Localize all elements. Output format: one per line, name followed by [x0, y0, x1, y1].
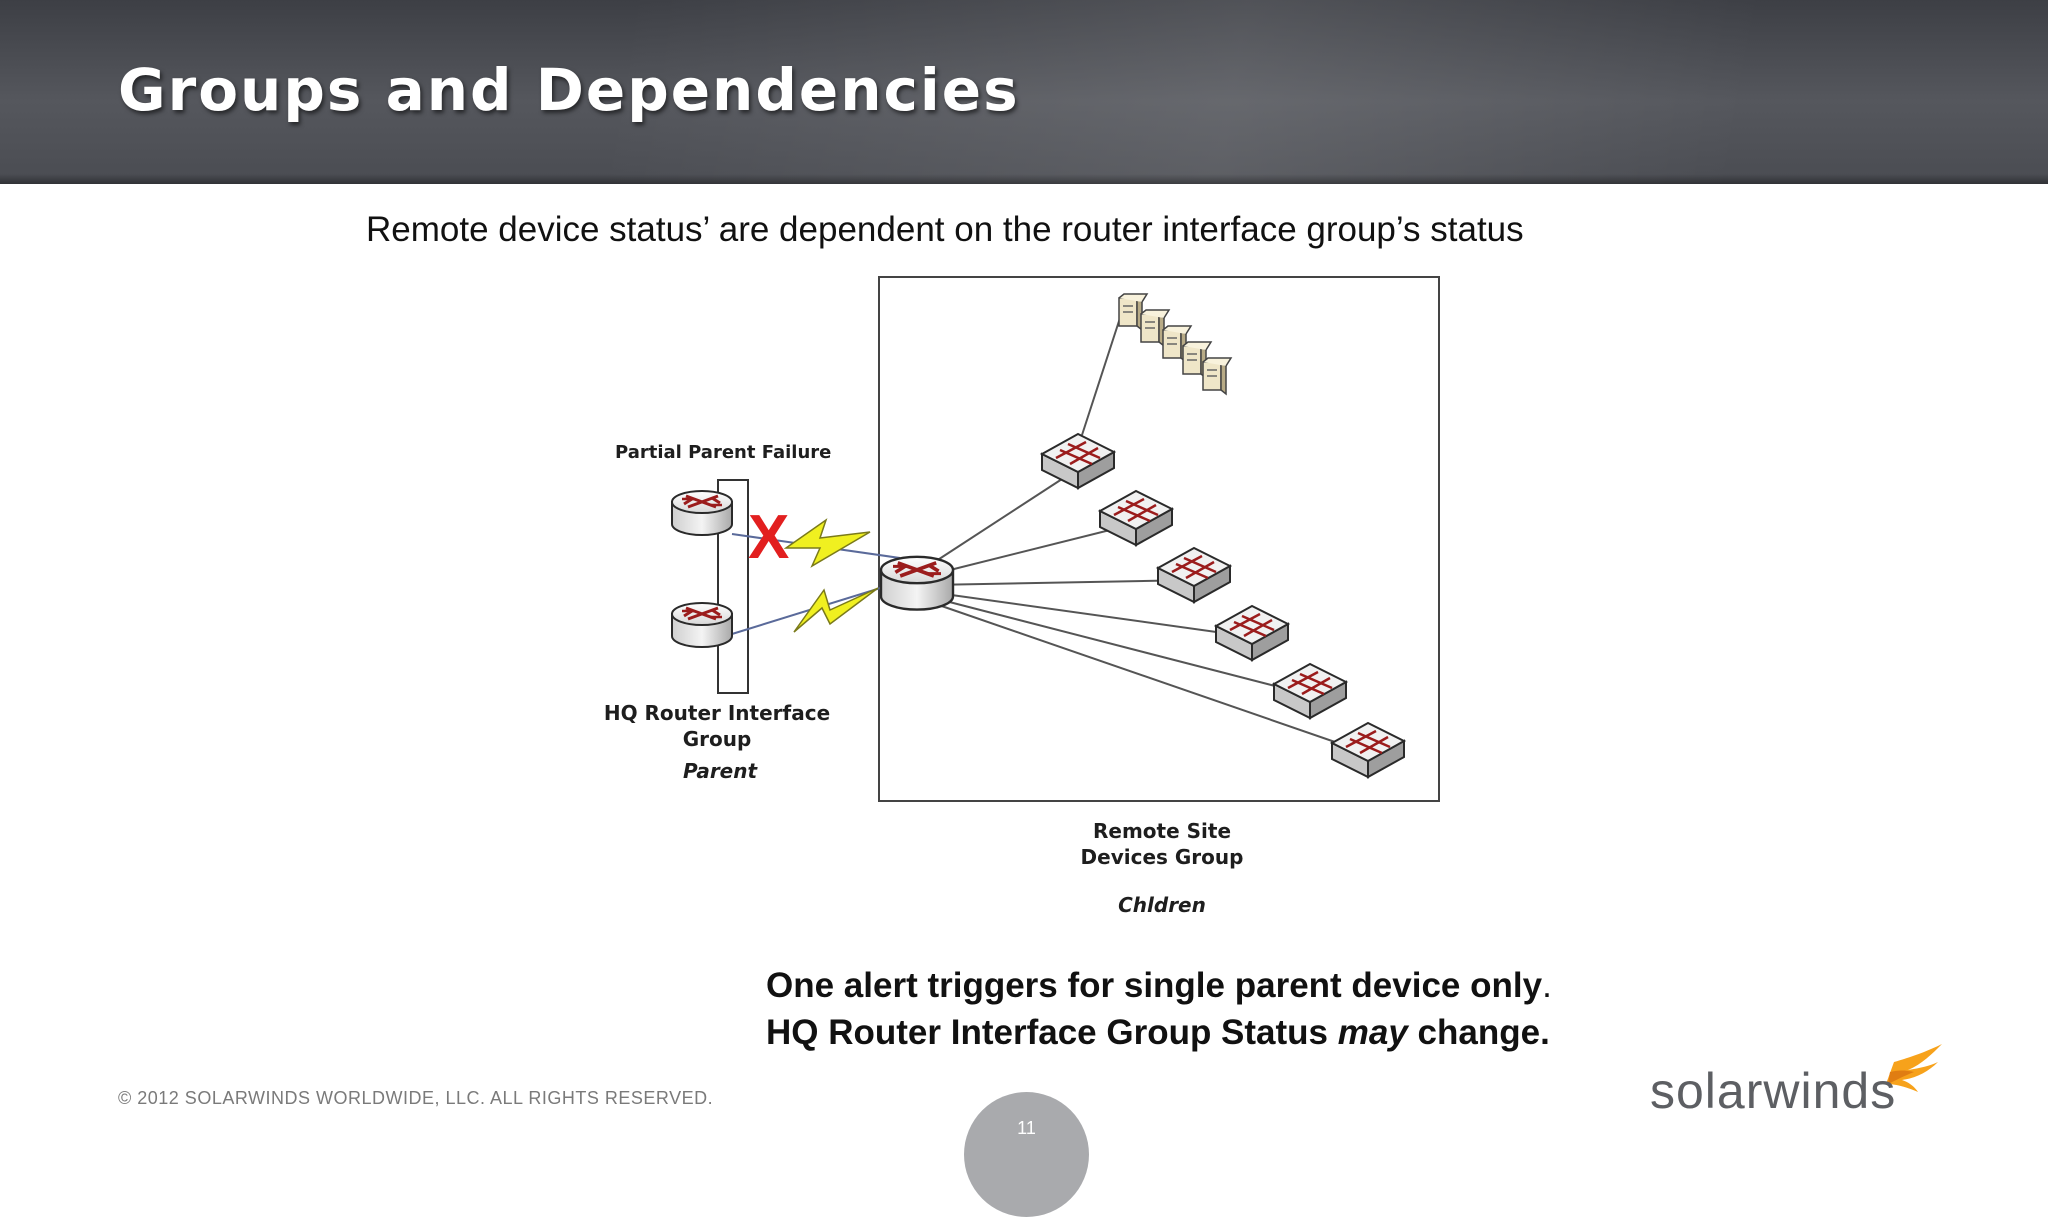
lightning-link-icon	[793, 587, 879, 633]
conclusion-line-1-period: .	[1542, 966, 1552, 1005]
switch-icon	[1272, 662, 1348, 720]
copyright-notice: © 2012 SOLARWINDS WORLDWIDE, LLC. ALL RI…	[118, 1088, 714, 1108]
parent-role-label: Parent	[682, 759, 758, 783]
switch-icon	[1156, 546, 1232, 604]
failure-x-mark: X	[748, 503, 790, 572]
conclusion-line-2-end: change.	[1407, 1013, 1550, 1052]
solarwinds-logo-text: solarwinds	[1650, 1063, 1897, 1119]
switch-icon	[1040, 432, 1116, 490]
slide-subtitle: Remote device status’ are dependent on t…	[366, 210, 1524, 249]
conclusion-line-2-emphasis: may	[1337, 1013, 1408, 1052]
children-group-box	[878, 276, 1440, 802]
router-icon	[879, 554, 955, 612]
page-number: 11	[1017, 1118, 1036, 1138]
slide-title: Groups and Dependencies	[118, 56, 1020, 124]
switch-icon	[1214, 604, 1290, 662]
child-links	[929, 317, 1365, 753]
router-icon	[670, 601, 734, 649]
solarwinds-flame-icon	[1886, 1044, 1942, 1092]
lightning-link-icon	[783, 518, 871, 568]
partial-parent-failure-label: Partial Parent Failure	[615, 442, 832, 463]
parent-group-label-line2: Group	[682, 727, 752, 751]
header-shadow	[0, 174, 2048, 184]
server-icon	[1202, 357, 1232, 395]
children-role-label: Chldren	[1118, 893, 1206, 917]
page-number-tab	[964, 1092, 1089, 1217]
switch-icon	[1098, 489, 1174, 547]
header-sheen	[0, 0, 2048, 184]
conclusion-text: One alert triggers for single parent dev…	[766, 962, 1552, 1056]
parent-group-label-line1: HQ Router Interface	[603, 701, 831, 725]
conclusion-line-1: One alert triggers for single parent dev…	[766, 962, 1552, 1009]
children-group-label-line1: Remote Site	[1092, 819, 1232, 843]
dependency-diagram	[670, 276, 1440, 802]
conclusion-line-2-start: HQ Router Interface Group Status	[766, 1013, 1338, 1052]
conclusion-line-1-bold: One alert triggers for single parent dev…	[766, 966, 1543, 1005]
conclusion-line-2: HQ Router Interface Group Status may cha…	[766, 1009, 1552, 1056]
switch-icon	[1330, 721, 1406, 779]
header-band	[0, 0, 2048, 184]
router-icon	[670, 489, 734, 537]
children-group-label-line2: Devices Group	[1080, 845, 1244, 869]
